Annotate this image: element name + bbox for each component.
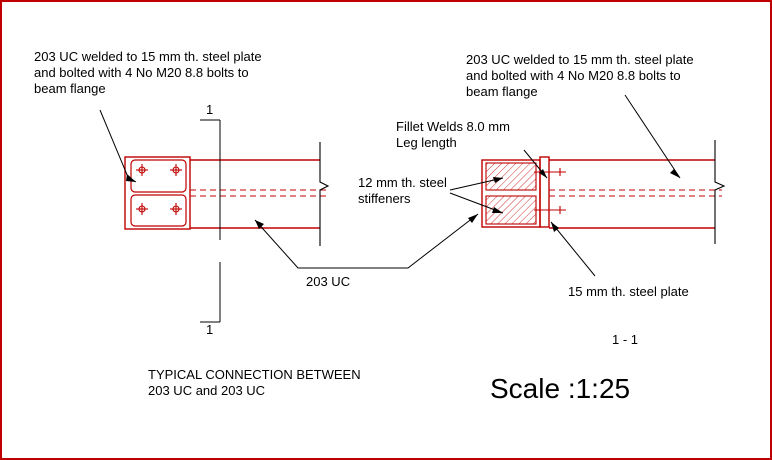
right-weld-note: 203 UC welded to 15 mm th. steel plate a… bbox=[466, 52, 694, 99]
bolt-group-upper bbox=[130, 159, 187, 193]
bolts bbox=[136, 164, 182, 215]
drawing-title: TYPICAL CONNECTION BETWEEN 203 UC and 20… bbox=[148, 367, 361, 398]
left-weld-note: 203 UC welded to 15 mm th. steel plate a… bbox=[34, 49, 262, 96]
section-mark-top: 1 bbox=[206, 102, 214, 117]
section-mark-bottom: 1 bbox=[206, 322, 214, 337]
bolt-group-lower bbox=[130, 194, 187, 227]
section-bolts bbox=[534, 168, 566, 214]
left-elevation bbox=[99, 109, 358, 323]
fillet-weld-note: Fillet Welds 8.0 mm Leg length bbox=[396, 119, 510, 150]
member-label: 203 UC bbox=[306, 274, 351, 289]
plate-label: 15 mm th. steel plate bbox=[568, 284, 689, 299]
section-end-plate bbox=[539, 156, 550, 228]
scale-label: Scale :1:25 bbox=[490, 373, 631, 404]
end-plate bbox=[124, 156, 191, 230]
stiffener-upper bbox=[485, 162, 537, 191]
stiffener-note: 12 mm th. steel stiffeners bbox=[358, 175, 447, 206]
section-title: 1 - 1 bbox=[612, 332, 639, 347]
section-view bbox=[355, 94, 726, 277]
